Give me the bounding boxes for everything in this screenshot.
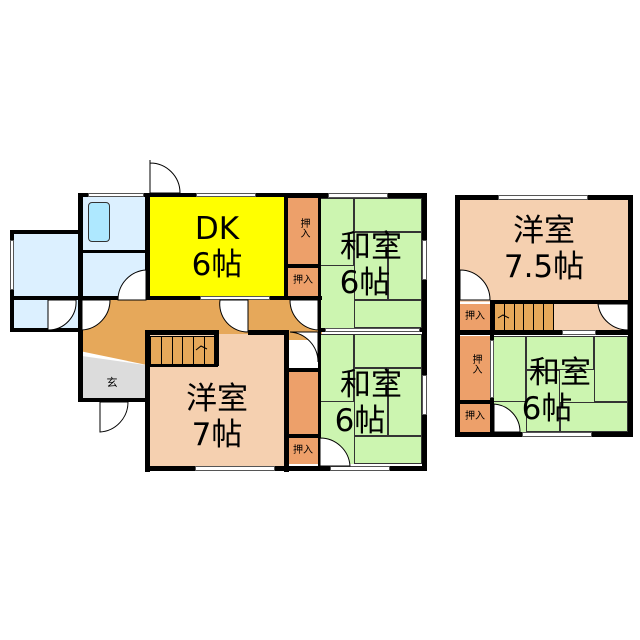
washitsu-b [320,334,422,464]
washitsu-2f-size: 6帖 [521,391,573,427]
window [522,432,592,437]
window [196,193,256,197]
wall [248,330,288,335]
washitsu-a-label: 和室 [340,229,402,265]
tatami [354,198,422,232]
window [422,375,427,415]
wall [284,193,288,300]
window [490,340,494,398]
yoshitsu-2f-label: 洋室 [513,213,575,249]
tatami [354,232,388,300]
tatami [354,436,422,464]
wall [145,330,150,472]
yoshitsu-2f-size: 7.5帖 [503,249,585,285]
dk-room [150,196,284,296]
closet-3 [288,372,318,434]
wall [10,296,82,300]
tatami [526,336,594,370]
wall [10,230,82,234]
tatami [560,402,628,432]
yoshitsu-label: 洋室 [186,381,248,417]
closet-2f-1 [460,304,490,330]
closet-2f-3-label: 押入 [465,411,485,422]
window [328,193,388,198]
bathtub-icon [88,202,110,242]
wall [145,466,427,471]
tatami [388,368,422,436]
wall [455,195,460,437]
window [88,193,144,197]
wall [82,250,150,253]
closet-2f-2-label: 押入 [460,354,490,377]
wall [78,398,150,402]
closet-1 [288,198,318,264]
yoshitsu-size: 7帖 [191,417,243,453]
closet-2f-1-label: 押入 [465,311,485,322]
closet-4-label: 押入 [293,445,313,456]
storage-room-left [12,233,82,300]
window [422,240,427,280]
washitsu-a [320,198,422,328]
wall [422,193,427,469]
dk-size: 6帖 [191,247,243,283]
closet-2f-2 [460,336,490,400]
closet-1-text: 押入 [298,218,309,238]
tatami [526,370,560,432]
wall [288,264,320,268]
closet-2-label: 押入 [293,275,313,286]
closet-2f-2-text: 押入 [470,354,481,374]
wall [145,193,150,300]
yoshitsu-2f [460,200,628,302]
wall [490,300,632,304]
wall [318,193,321,469]
washitsu-b-label: 和室 [340,367,402,403]
tatami [354,300,422,328]
wall [628,195,633,437]
tatami [354,334,422,368]
washitsu-b-size: 6帖 [334,403,386,439]
washitsu-2f-label: 和室 [529,355,591,391]
wall [10,328,82,332]
tatami [388,232,422,300]
wall [150,364,218,367]
tatami [354,368,388,436]
closet-2f-3 [460,404,490,432]
wall [284,434,320,438]
wall [214,330,219,366]
window [195,466,275,471]
window [330,466,390,471]
closet-4 [288,438,318,464]
wall [284,368,320,372]
washitsu-a-size: 6帖 [339,265,391,301]
entrance-label: 玄 [106,376,118,389]
tatami [594,336,628,402]
window [498,195,588,200]
dk-label: DK [194,211,240,247]
window [10,240,14,290]
wall [78,193,290,197]
window [562,330,596,335]
closet-1-label: 押入 [288,218,318,242]
window [325,328,420,332]
wall [460,330,632,335]
wall [145,330,219,335]
wall [284,330,289,472]
wall [460,400,492,404]
closet-2 [288,268,318,296]
